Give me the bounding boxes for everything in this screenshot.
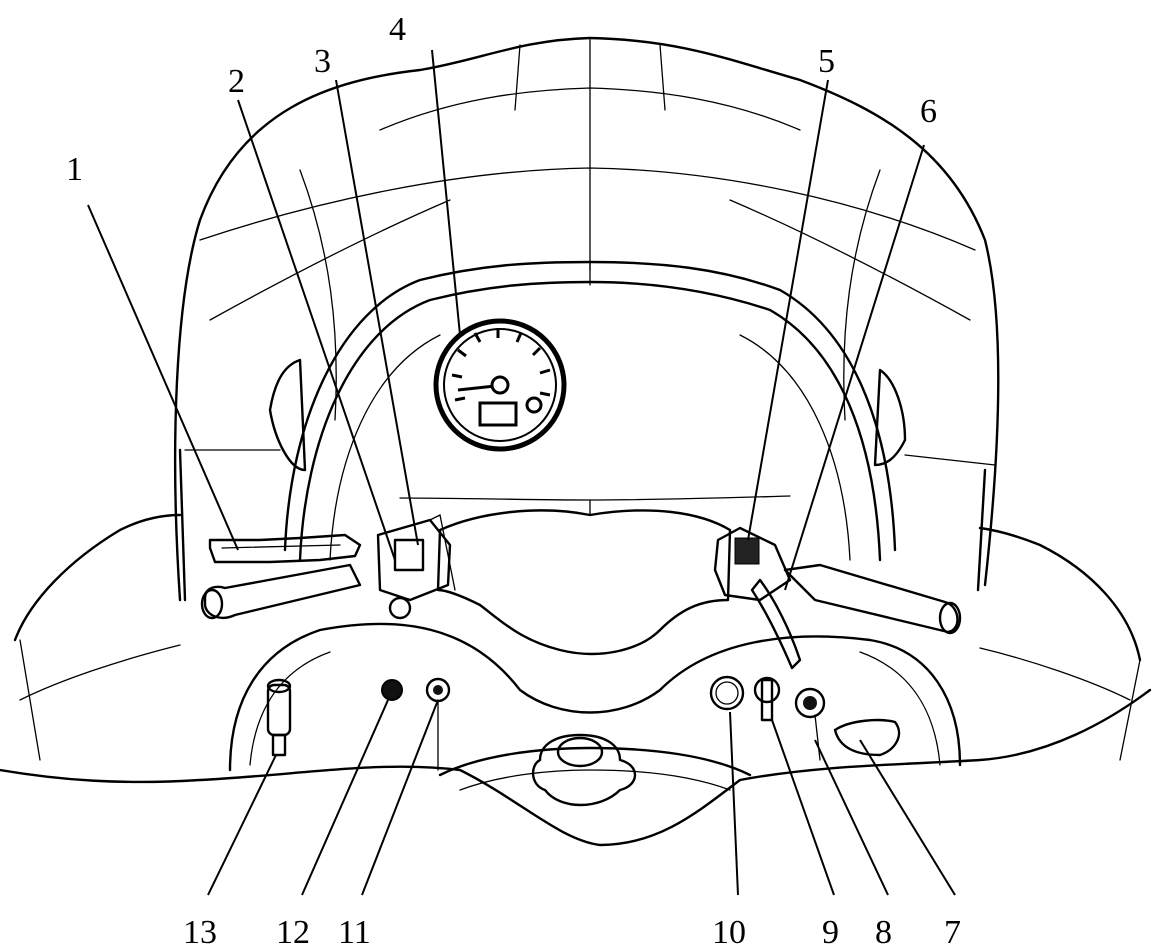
- callout-11: 11: [338, 914, 371, 950]
- part-13-choke-knob: [266, 678, 292, 757]
- front-body: [0, 513, 1152, 847]
- callout-2: 2: [228, 63, 245, 100]
- dash-controls: [266, 675, 901, 771]
- front-brake-lever: [208, 533, 362, 564]
- part-7-storage-latch: [833, 718, 901, 757]
- part-11-switch: [425, 677, 451, 771]
- part-8-ignition: [794, 687, 826, 761]
- callout-9: 9: [822, 914, 839, 950]
- right-grip: [783, 563, 959, 634]
- callout-7: 7: [944, 914, 961, 950]
- rear-brake-lever: [750, 578, 802, 670]
- speedometer-gauge: [433, 318, 567, 452]
- callout-10: 10: [712, 914, 746, 950]
- callout-3: 3: [314, 43, 331, 80]
- fuel-cap: [531, 733, 637, 807]
- callout-1: 1: [66, 151, 83, 188]
- callout-6: 6: [920, 93, 937, 130]
- callout-4: 4: [389, 11, 406, 48]
- callout-8: 8: [875, 914, 892, 950]
- callout-12: 12: [276, 914, 310, 950]
- windshield: [173, 36, 1000, 602]
- left-handlebar: [200, 514, 456, 620]
- callout-13: 13: [183, 914, 217, 950]
- leader-lines: [87, 49, 956, 896]
- callout-labels: 1 2 3 4 5 6 7 8 9 10 11 12 13: [66, 11, 961, 950]
- part-12-indicator: [381, 679, 403, 701]
- handlebar-cover: [436, 509, 732, 656]
- right-handlebar: [713, 526, 962, 670]
- dash-panel: [268, 260, 907, 562]
- right-switch-housing: [713, 526, 792, 602]
- left-grip: [203, 563, 362, 619]
- part-9-toggle: [753, 676, 781, 722]
- callout-5: 5: [818, 43, 835, 80]
- part-10-socket: [709, 675, 745, 711]
